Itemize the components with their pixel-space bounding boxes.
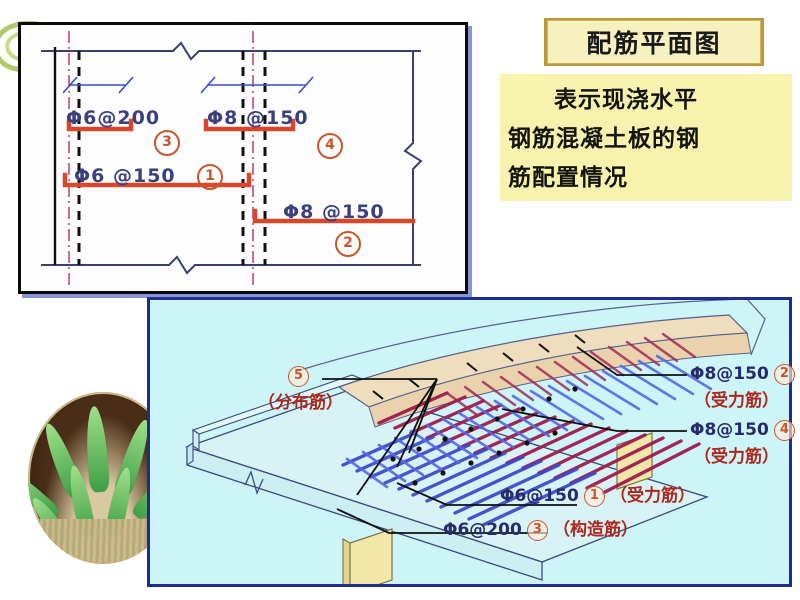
- description-line-1: 表示现浇水平: [554, 86, 698, 113]
- plan-spec-4: Φ8 @150: [207, 107, 309, 129]
- leader-line-3: [336, 508, 547, 534]
- callout-5-marker-wrap: 5: [288, 366, 309, 387]
- axis-grid-lines: [68, 31, 254, 285]
- rebar-blue-cross-group: [345, 354, 713, 489]
- rebar-bar-2: [252, 208, 416, 224]
- title-plate: 配筋平面图: [544, 18, 764, 66]
- callout-1-wrap: Φ6@150 1 （受力筋）: [500, 481, 695, 507]
- callout-5-marker: 5: [288, 366, 309, 387]
- dimension-line-right: [200, 76, 314, 94]
- callout-3-marker: 3: [526, 520, 548, 541]
- callout-2-marker: 2: [773, 364, 795, 385]
- wall-line-right: [403, 51, 423, 265]
- leader-line-4: [501, 408, 687, 432]
- callout-3-wrap: Φ6@200 3 （构造筋）: [443, 515, 638, 541]
- plan-marker-4: 4: [317, 133, 343, 159]
- isometric-slab-drawing: [184, 300, 766, 584]
- rebar-hook-marks: [372, 334, 586, 400]
- leader-line-1: [396, 482, 577, 506]
- callout-1-marker: 1: [583, 486, 605, 507]
- description-block: 表示现浇水平 钢筋混凝土板的钢 筋配置情况: [500, 74, 792, 201]
- plan-spec-2: Φ8 @150: [283, 201, 385, 223]
- plan-spec-3: Φ6@200: [66, 107, 161, 129]
- callout-2-spec: Φ8@150: [690, 364, 769, 384]
- callout-4-wrap: Φ8@150 4: [690, 420, 795, 441]
- callout-1-spec: Φ6@150: [500, 486, 579, 506]
- plan-marker-2: 2: [335, 231, 361, 257]
- rebar-crimson-cross-group: [445, 332, 697, 417]
- description-line-2: 钢筋混凝土板的钢: [508, 125, 700, 152]
- description-line-3: 筋配置情况: [508, 164, 628, 191]
- plan-marker-1: 1: [197, 164, 223, 190]
- plan-view-box: Φ6@200 3 Φ8 @150 4 Φ6 @150 1 Φ8 @150 2: [18, 22, 468, 294]
- plan-marker-3: 3: [154, 130, 180, 156]
- rebar-bar-4: [203, 118, 296, 132]
- callout-3-note: （构造筋）: [552, 520, 638, 540]
- leader-line-2: [576, 346, 687, 376]
- callout-2-note: （受力筋）: [694, 391, 779, 411]
- callout-1-note: （受力筋）: [609, 486, 695, 506]
- callout-5-note: （分布筋）: [258, 393, 343, 413]
- leader-line-5: [322, 378, 438, 496]
- callout-4-note: （受力筋）: [694, 447, 779, 467]
- wall-line-top: [41, 41, 421, 61]
- callout-4-spec: Φ8@150: [690, 420, 769, 440]
- callout-5-note-wrap: （分布筋）: [258, 388, 343, 413]
- plan-spec-1: Φ6 @150: [74, 165, 176, 187]
- wall-line-bottom: [41, 255, 421, 275]
- callout-4-marker: 4: [773, 420, 795, 441]
- support-beam-left: [349, 528, 393, 584]
- dimension-line-left: [62, 76, 134, 94]
- beam-edge-dashed-lines: [77, 51, 267, 265]
- page-title: 配筋平面图: [586, 29, 722, 58]
- plan-view-drawing: [41, 31, 423, 285]
- title-plate-inner: 配筋平面图: [547, 20, 761, 64]
- callout-4-note-wrap: （受力筋）: [694, 442, 779, 467]
- rebar-bar-3: [66, 118, 134, 132]
- callout-3-spec: Φ6@200: [443, 520, 522, 540]
- callout-2-note-wrap: （受力筋）: [694, 386, 779, 411]
- callout-2-wrap: Φ8@150 2: [690, 364, 795, 385]
- rebar-tie-marks: [390, 386, 578, 486]
